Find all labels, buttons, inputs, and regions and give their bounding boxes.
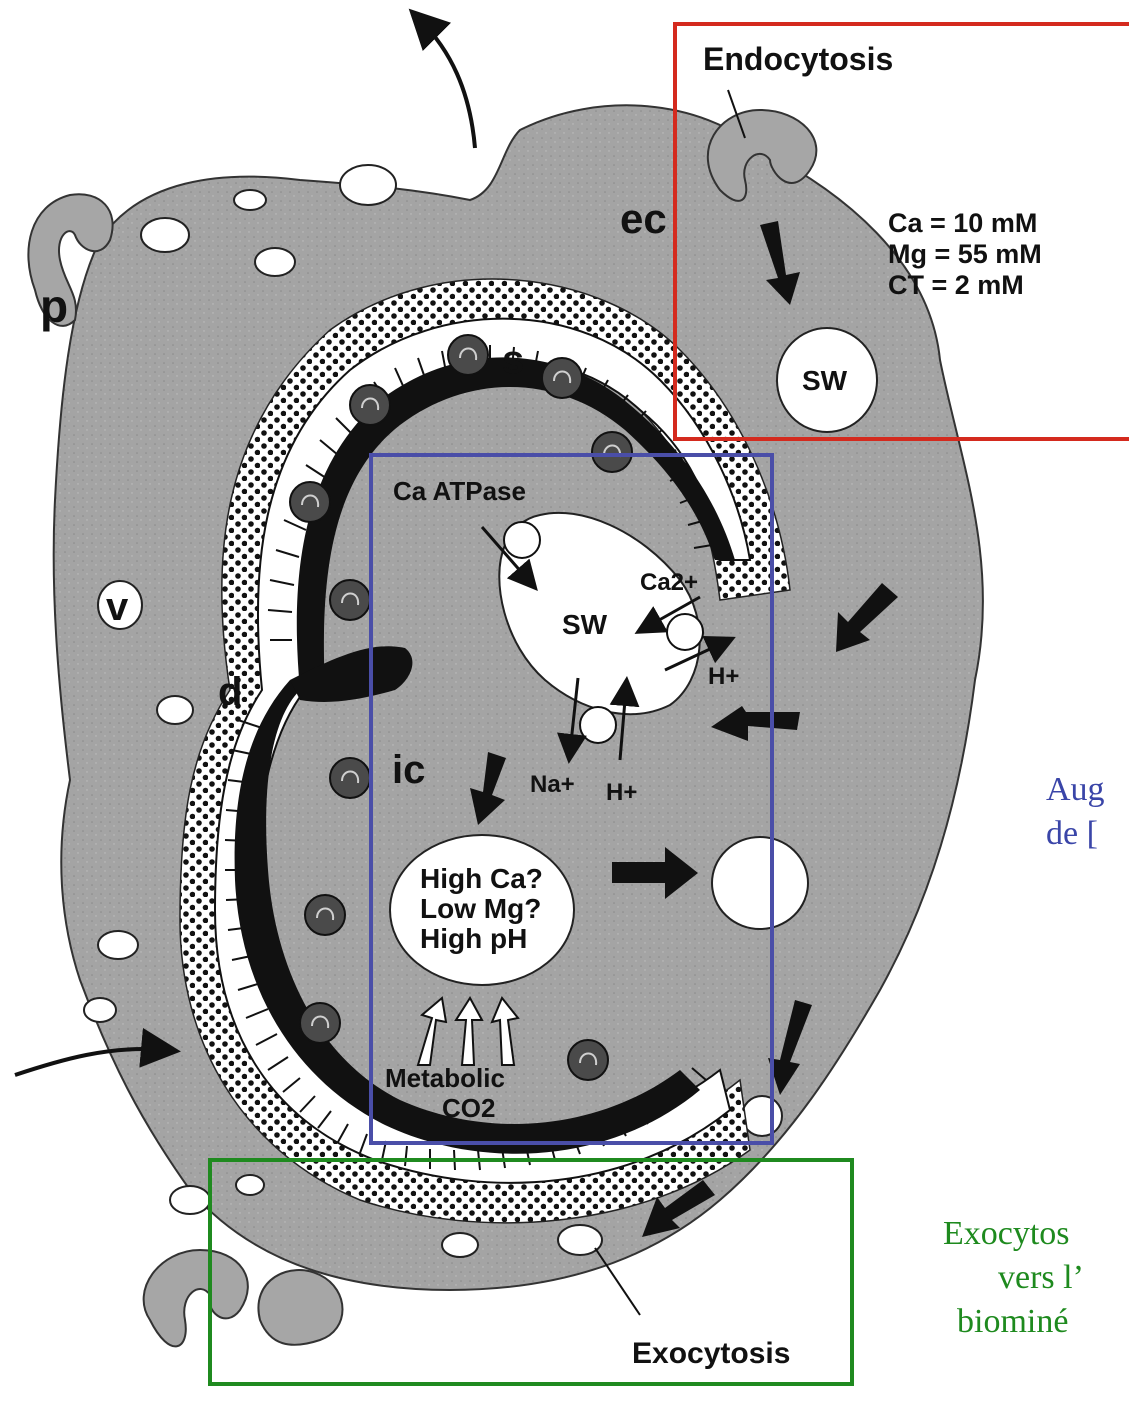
label-sw-top: SW: [802, 365, 848, 396]
label-s: s: [502, 338, 524, 382]
label-h-plus-right: H+: [708, 663, 739, 690]
label-high-ca: High Ca?: [420, 863, 543, 894]
side-note-blue: Aug de [: [1046, 768, 1105, 856]
side-note-green-line1: Exocytos: [943, 1212, 1084, 1256]
side-note-green-line2: vers l’: [943, 1256, 1084, 1300]
side-note-blue-line2: de [: [1046, 812, 1105, 856]
label-ca2plus: Ca2+: [640, 569, 698, 596]
side-note-green-line3: biominé: [943, 1300, 1084, 1344]
exocytosis-label: Exocytosis: [632, 1337, 790, 1370]
label-co2: CO2: [442, 1093, 495, 1123]
label-h-plus-bottom: H+: [606, 779, 637, 806]
endocytosis-label: Endocytosis: [703, 41, 893, 77]
label-p: p: [40, 280, 68, 332]
label-ec: ec: [620, 195, 667, 242]
label-na-plus: Na+: [530, 771, 575, 798]
label-conc-ca: Ca = 10 mM: [888, 208, 1037, 238]
label-low-mg: Low Mg?: [420, 893, 541, 924]
label-conc-mg: Mg = 55 mM: [888, 239, 1042, 269]
label-ca-atpase: Ca ATPase: [393, 476, 526, 506]
side-note-blue-line1: Aug: [1046, 768, 1105, 812]
side-note-green: Exocytos vers l’ biominé: [943, 1212, 1084, 1344]
label-metabolic: Metabolic: [385, 1063, 505, 1093]
label-ic: ic: [392, 748, 425, 792]
label-d: d: [218, 670, 242, 714]
label-sw-center: SW: [562, 609, 608, 640]
label-high-ph: High pH: [420, 923, 527, 954]
label-v: v: [106, 585, 129, 629]
label-conc-ct: CT = 2 mM: [888, 270, 1024, 300]
